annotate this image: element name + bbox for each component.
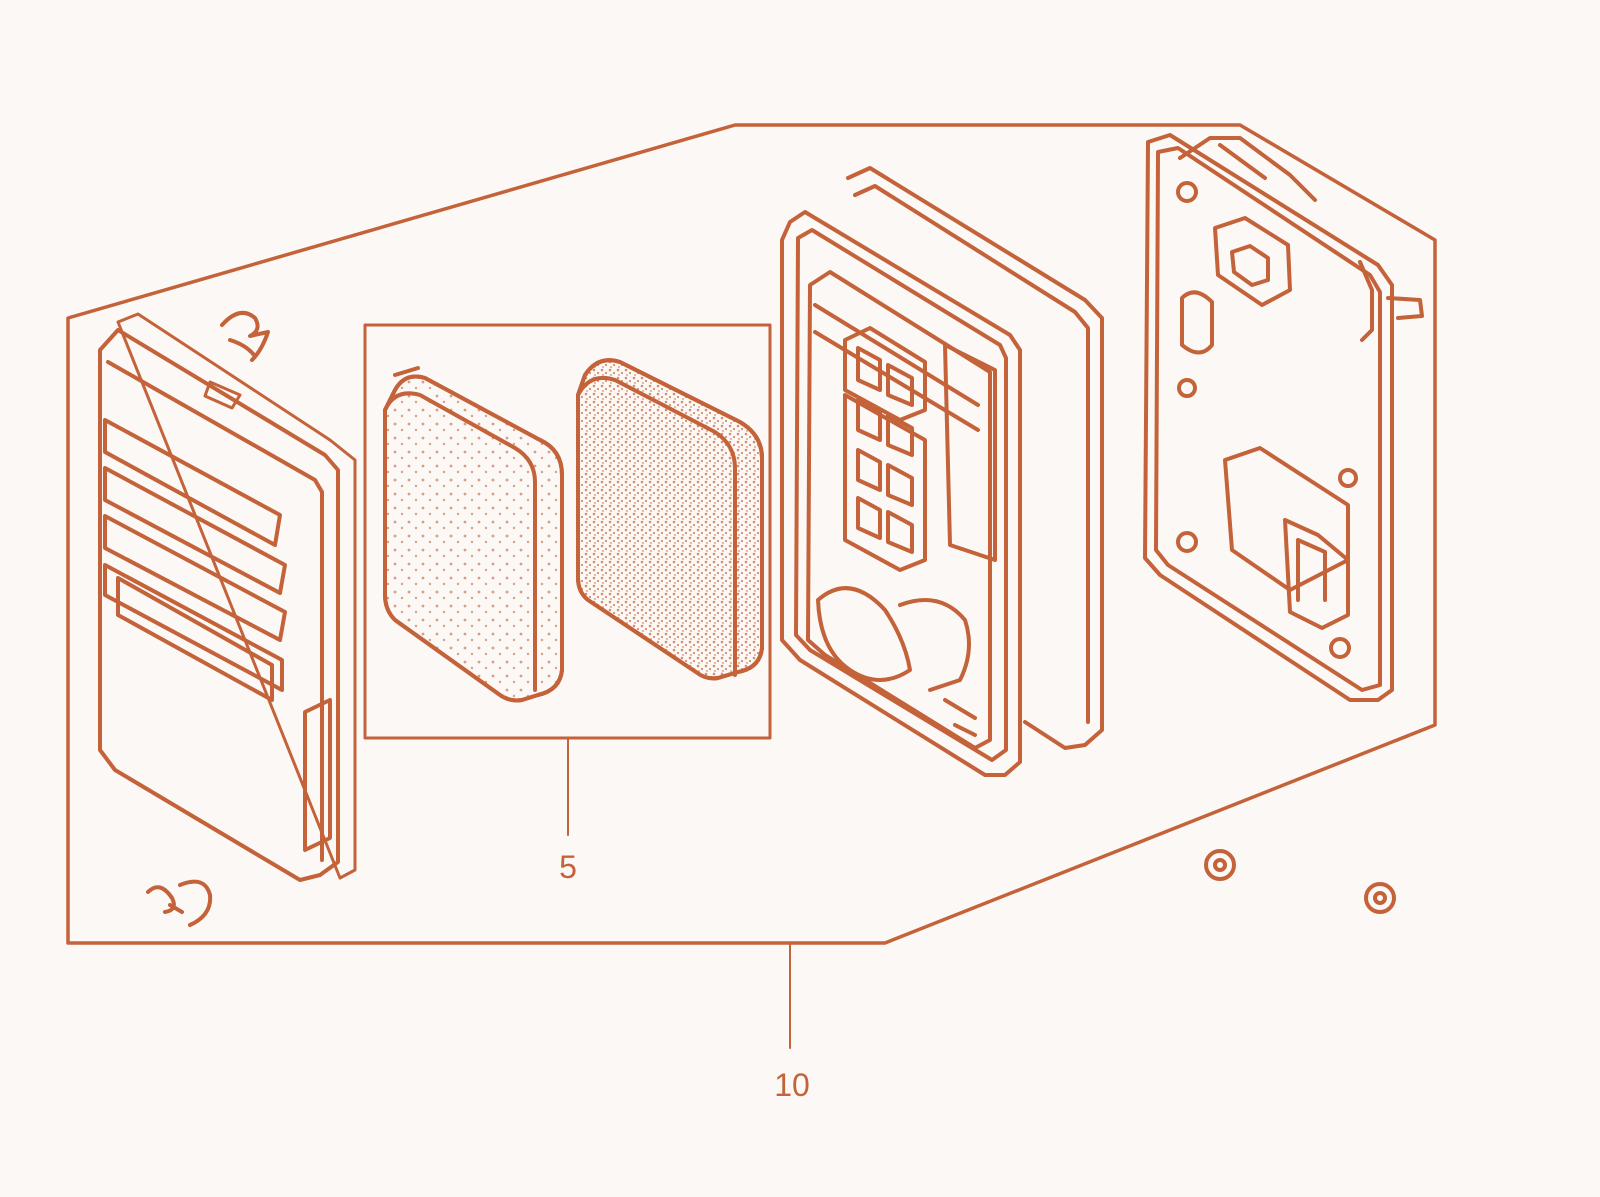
callout-label-10: 10 — [774, 1067, 810, 1103]
nut-icon — [1204, 849, 1236, 881]
cover-icon — [98, 312, 357, 882]
base-plate-icon — [1143, 133, 1424, 702]
clip-icon — [220, 310, 270, 362]
assembly-outline — [66, 123, 1437, 945]
clip-icon — [146, 879, 213, 927]
filter-housing-icon — [780, 166, 1104, 777]
paper-filter-icon — [576, 358, 764, 681]
foam-filter-icon — [383, 366, 564, 703]
nut-icon — [1364, 882, 1396, 914]
callout-label-5: 5 — [559, 849, 577, 885]
